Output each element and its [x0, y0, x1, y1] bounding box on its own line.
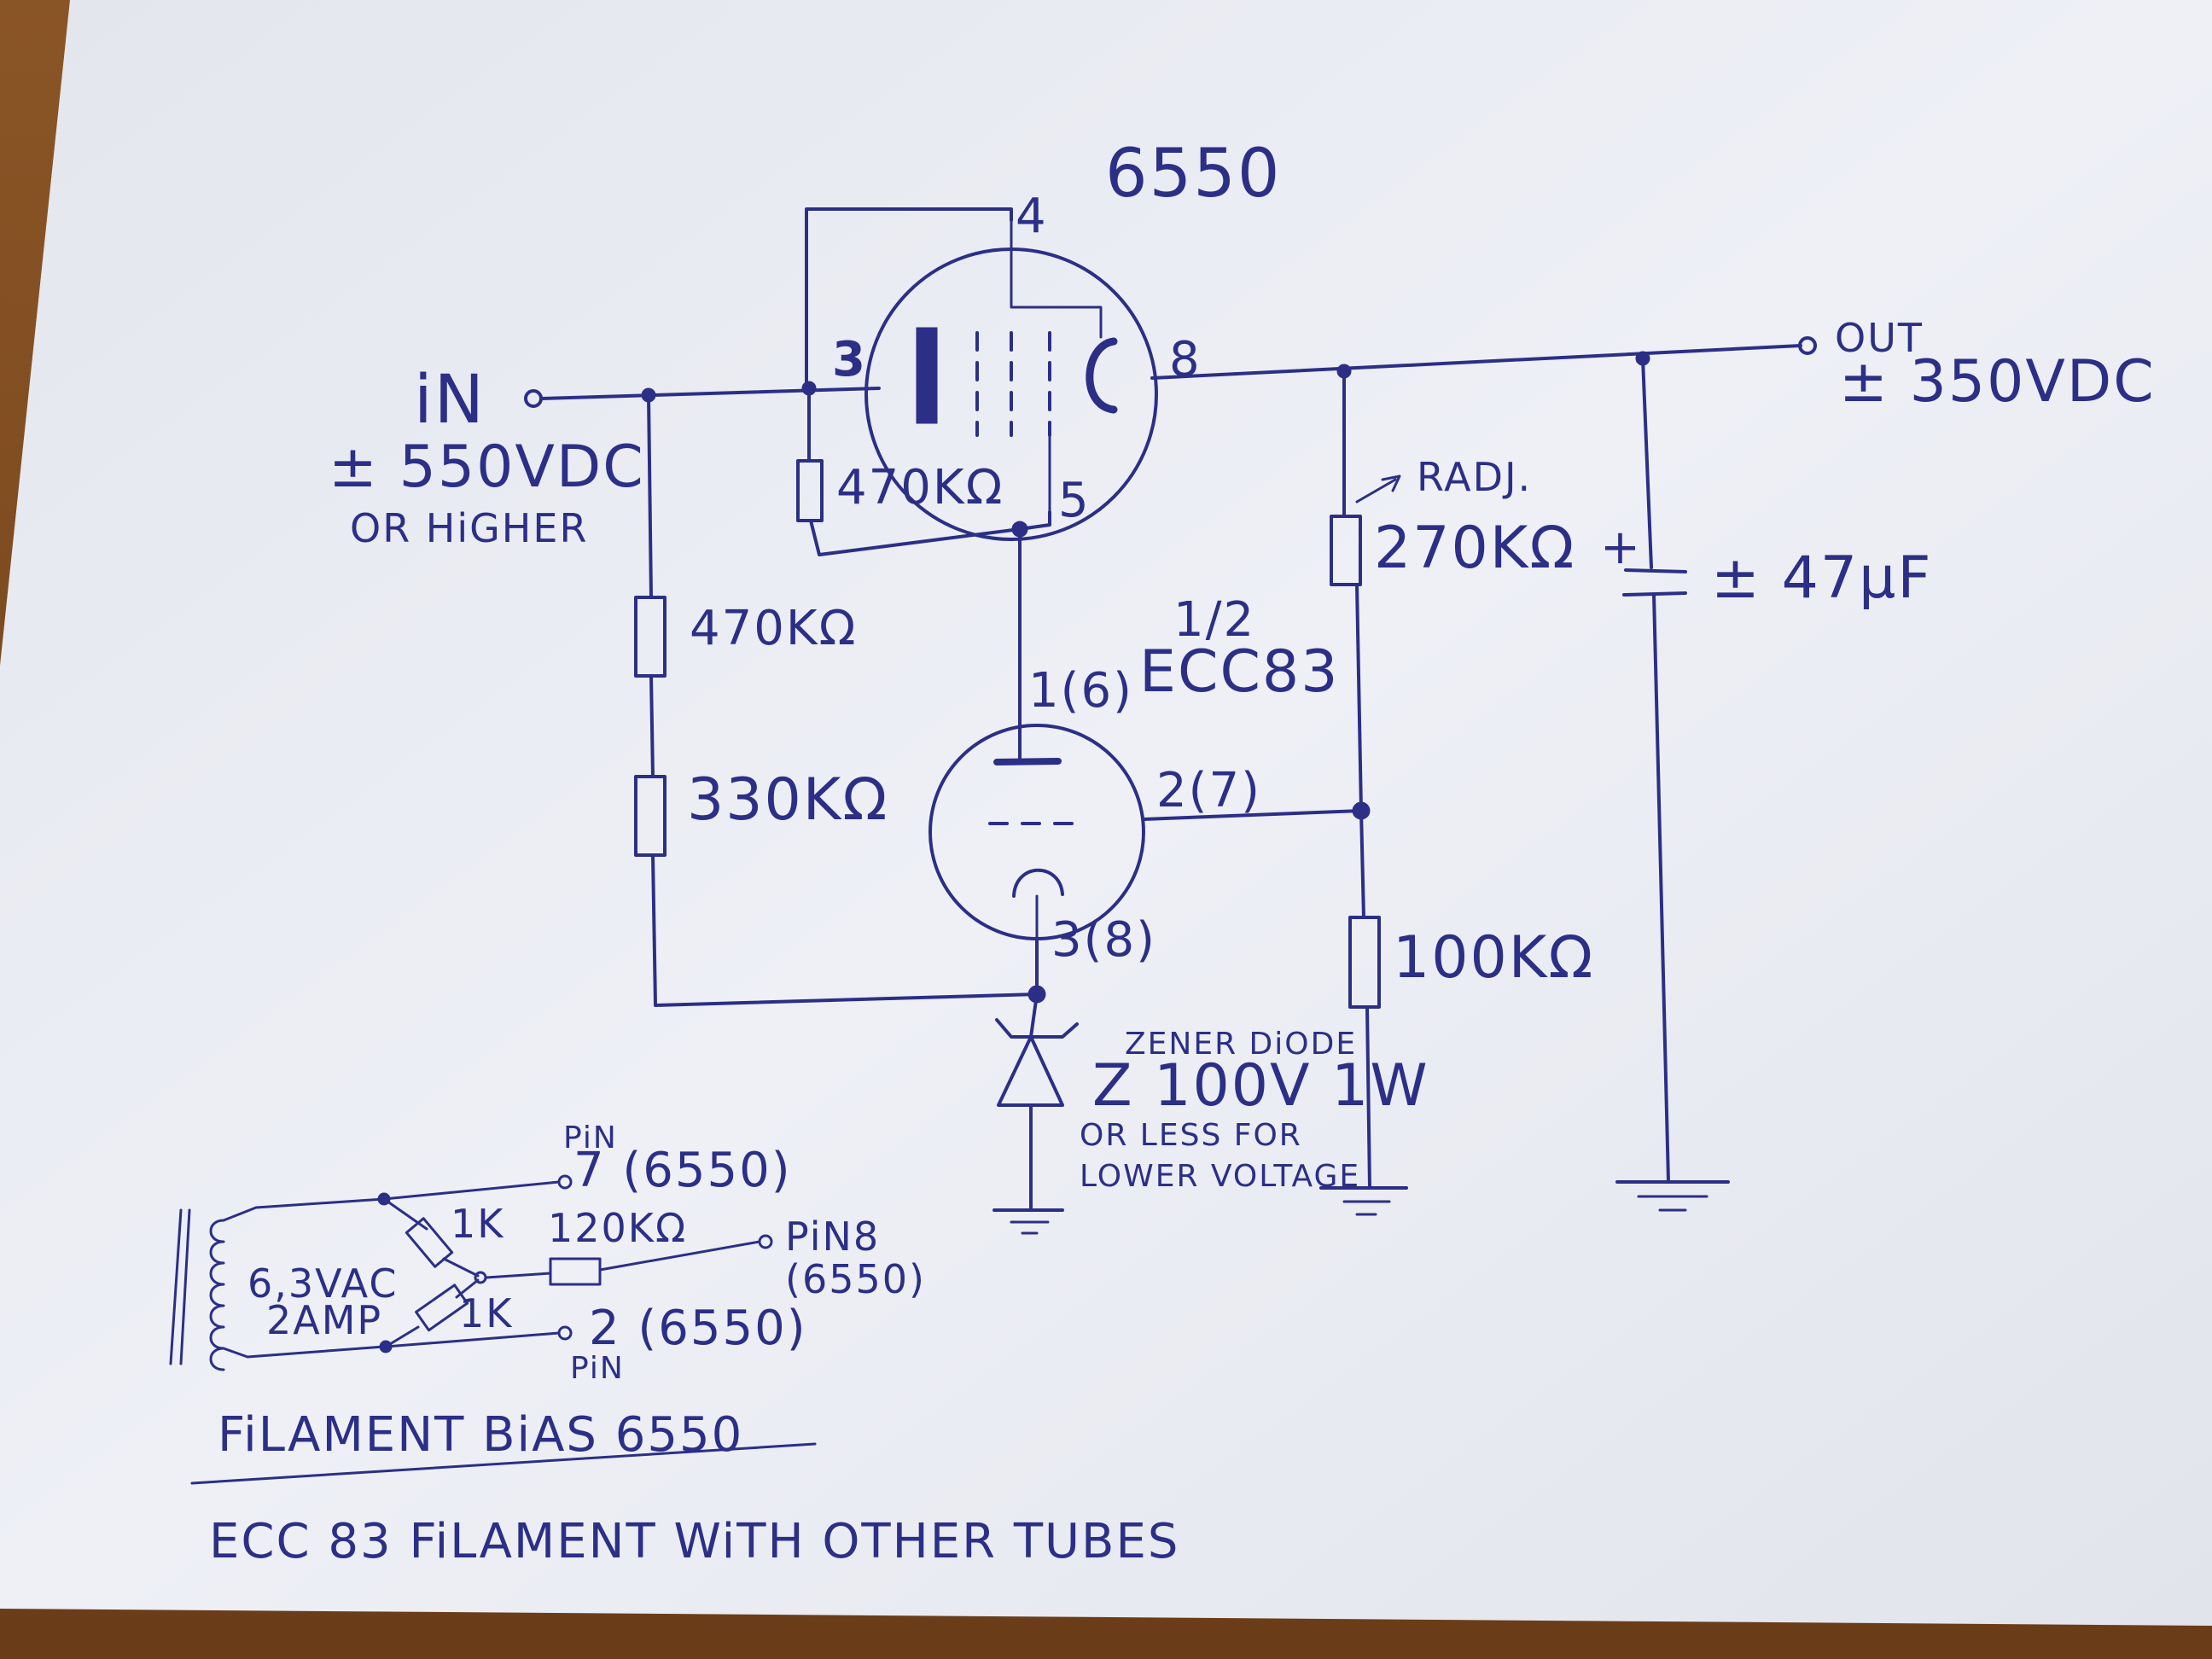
- label-r-1k-top: 1K: [451, 1201, 504, 1247]
- label-pin-bottom: PiN: [570, 1351, 625, 1386]
- label-pin-right: PiN8: [785, 1214, 880, 1260]
- tube-6550-internal-wire: [1010, 212, 1103, 339]
- label-r-adj: 270KΩ: [1374, 515, 1575, 582]
- filament-transformer: [169, 1208, 225, 1371]
- label-pin4: 4: [1016, 189, 1048, 244]
- tube-ecc83-anode: [993, 758, 1062, 765]
- label-r-1k-bottom: 1K: [459, 1290, 513, 1336]
- label-filament-note: ECC 83 FiLAMENT WiTH OTHER TUBES: [209, 1514, 1179, 1569]
- wire-output: [1150, 344, 1802, 380]
- ground-right: [1319, 1186, 1408, 1216]
- label-filament-title: FiLAMENT BiAS 6550: [218, 1407, 743, 1463]
- tube-6550-plate-left: [916, 327, 938, 424]
- label-pin5: 5: [1058, 473, 1091, 528]
- label-zener-title: ZENER DiODE: [1125, 1027, 1357, 1062]
- ground-zener: [992, 1208, 1064, 1235]
- tube-6550-grids: [975, 331, 1051, 437]
- filament-pin8-terminal[interactable]: [758, 1234, 773, 1249]
- label-pin-right-value: (6550): [785, 1256, 926, 1302]
- label-pin-1-6: 1(6): [1028, 663, 1133, 719]
- label-pin-top-value: 7 (6550): [573, 1143, 792, 1198]
- filament-pin7-terminal[interactable]: [557, 1174, 573, 1190]
- label-output: OUT: [1835, 315, 1924, 361]
- adjust-arrow: [1381, 474, 1401, 492]
- label-transformer-current: 2AMP: [266, 1297, 382, 1343]
- ground-cap: [1615, 1180, 1730, 1212]
- label-pin8: 8: [1169, 332, 1202, 387]
- underline: [190, 1442, 817, 1485]
- label-zener-note-2: LOWER VOLTAGE: [1080, 1159, 1360, 1194]
- label-r-120k: 120KΩ: [548, 1205, 687, 1251]
- wire-input: [539, 387, 881, 400]
- wire-grid-ecc83: [1142, 809, 1363, 821]
- tube-6550-cathode: [1086, 337, 1118, 414]
- label-tube-6550: 6550: [1105, 136, 1282, 212]
- label-transformer-voltage: 6,3VAC: [247, 1260, 398, 1307]
- label-zener-value: Z 100V 1W: [1092, 1052, 1429, 1120]
- label-r-bottom: 100KΩ: [1393, 924, 1594, 992]
- filament-pin2-terminal[interactable]: [557, 1325, 573, 1341]
- output-terminal[interactable]: [1798, 336, 1817, 355]
- label-pin-top: PiN: [563, 1121, 618, 1155]
- label-input-voltage: ± 550VDC: [329, 434, 645, 501]
- wire-pin4-loop: [805, 207, 1013, 390]
- label-r-adj-note: RADJ.: [1417, 454, 1532, 500]
- tube-ecc83-cathode: [1012, 868, 1064, 898]
- label-ecc83: ECC83: [1139, 638, 1339, 706]
- label-output-voltage: ± 350VDC: [1839, 348, 2156, 416]
- label-cap-plus: +: [1600, 520, 1642, 575]
- label-r-div-top: 470KΩ: [690, 601, 857, 656]
- label-cap-value: ± 47μF: [1711, 544, 1933, 612]
- label-input-note: OR HiGHER: [350, 505, 588, 551]
- resistor-330k: [634, 775, 667, 857]
- tube-6550: [864, 212, 1158, 541]
- label-ecc83-fraction: 1/2: [1173, 592, 1255, 648]
- label-input: iN: [414, 362, 486, 439]
- resistor-270k: [1330, 515, 1362, 586]
- label-pin-2-7: 2(7): [1156, 763, 1261, 818]
- label-pin3: 3: [832, 332, 867, 387]
- label-pin-bottom-value: 2 (6550): [589, 1301, 807, 1356]
- label-pin-3-8: 3(8): [1051, 912, 1156, 968]
- resistor-100k: [1348, 916, 1381, 1009]
- label-zener-note-1: OR LESS FOR: [1080, 1118, 1302, 1153]
- label-r-grid: 470KΩ: [836, 460, 1004, 515]
- label-r-div-bottom: 330KΩ: [687, 766, 888, 834]
- resistor-120k: [549, 1257, 602, 1286]
